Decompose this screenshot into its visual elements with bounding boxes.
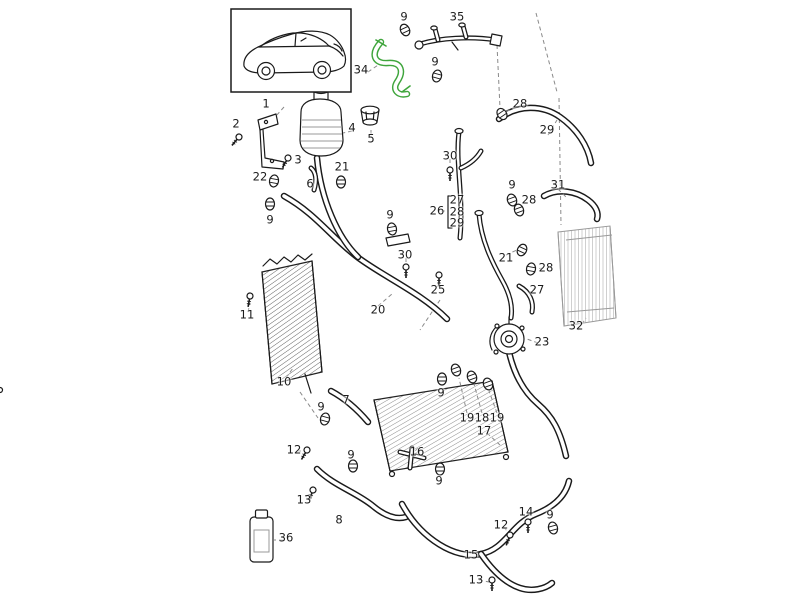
leader-lines: [247, 62, 587, 583]
part-label-14[interactable]: 14: [518, 504, 534, 519]
clamp-icon: [430, 68, 444, 84]
bolt-icon: [228, 131, 245, 149]
hose-29: [495, 104, 595, 167]
clamp-icon: [546, 520, 560, 536]
part-label-7[interactable]: 7: [342, 392, 350, 407]
highlighted-hose-34[interactable]: [371, 38, 411, 98]
part-label-19[interactable]: 19: [489, 410, 505, 425]
part-label-28[interactable]: 28: [512, 96, 528, 111]
bolt-icon: [402, 263, 410, 279]
part-label-32[interactable]: 32: [568, 318, 584, 333]
part-label-34[interactable]: 34: [353, 62, 369, 77]
part-label-10[interactable]: 10: [276, 374, 292, 389]
part-label-4[interactable]: 4: [348, 120, 356, 135]
clamp-icon: [335, 175, 347, 189]
part-label-25[interactable]: 25: [430, 282, 446, 297]
clamp-icon: [397, 22, 413, 38]
part-label-13[interactable]: 13: [468, 572, 484, 587]
part-label-9[interactable]: 9: [435, 473, 443, 488]
radiator-right: [557, 225, 617, 327]
part-label-35[interactable]: 35: [449, 9, 465, 24]
part-label-3[interactable]: 3: [294, 152, 302, 167]
clamp-icon: [524, 261, 538, 277]
part-label-9[interactable]: 9: [437, 385, 445, 400]
hose-7: [327, 387, 372, 426]
part-label-30[interactable]: 30: [442, 148, 458, 163]
clamp-icon: [385, 221, 399, 237]
clamp-icon: [267, 173, 281, 189]
part-label-6[interactable]: 6: [306, 176, 314, 191]
part-label-22[interactable]: 22: [252, 169, 268, 184]
part-label-18[interactable]: 18: [474, 410, 490, 425]
part-label-9[interactable]: 9: [317, 399, 325, 414]
hose-31: [540, 188, 601, 223]
hose-16: [397, 445, 427, 471]
part-label-12[interactable]: 12: [493, 517, 509, 532]
water-pump: [489, 316, 526, 355]
part-label-15[interactable]: 15: [463, 547, 479, 562]
part-label-5[interactable]: 5: [367, 131, 375, 146]
part-label-16[interactable]: 16: [409, 444, 425, 459]
part-label-13[interactable]: 13: [296, 492, 312, 507]
part-label-28[interactable]: 28: [538, 260, 554, 275]
part-label-28[interactable]: 28: [521, 192, 537, 207]
clamp-icon: [264, 197, 276, 211]
radiator-center: [373, 380, 510, 478]
part-label-29[interactable]: 29: [539, 122, 555, 137]
part-label-9[interactable]: 9: [347, 447, 355, 462]
part-label-21[interactable]: 21: [334, 159, 350, 174]
part-label-30[interactable]: 30: [397, 247, 413, 262]
clamp-icon: [436, 372, 448, 386]
part-label-9[interactable]: 9: [386, 207, 394, 222]
part-label-20[interactable]: 20: [370, 302, 386, 317]
part-label-28[interactable]: 28: [449, 204, 465, 219]
part-label-8[interactable]: 8: [335, 512, 343, 527]
hose-8: [313, 465, 410, 522]
vehicle-thumbnail: [230, 8, 352, 93]
tank-bracket: [257, 113, 285, 170]
fitting-6: [308, 165, 319, 193]
radiator-left: [0, 253, 323, 394]
hose-20: [280, 154, 451, 323]
bolt-icon: [488, 576, 496, 592]
part-label-27[interactable]: 27: [529, 282, 545, 297]
part-label-29[interactable]: 29: [449, 215, 465, 230]
clamp-icon: [318, 411, 332, 427]
part-label-2[interactable]: 2: [232, 116, 240, 131]
bolt-icon: [244, 291, 255, 309]
part-label-19[interactable]: 19: [459, 410, 475, 425]
hose-15: [398, 348, 573, 594]
part-label-36[interactable]: 36: [278, 530, 294, 545]
bolt-icon: [446, 166, 454, 182]
part-label-17[interactable]: 17: [476, 423, 492, 438]
part-label-9[interactable]: 9: [508, 177, 516, 192]
part-label-12[interactable]: 12: [286, 442, 302, 457]
part-label-21[interactable]: 21: [498, 250, 514, 265]
distribution-pipe: [414, 22, 503, 51]
part-label-1[interactable]: 1: [262, 96, 270, 111]
part-label-27[interactable]: 27: [449, 192, 465, 207]
bolt-icon: [524, 518, 532, 534]
clamp-icon: [347, 459, 359, 473]
expansion-tank: [299, 85, 344, 157]
tank-cap: [360, 105, 380, 126]
part-label-9[interactable]: 9: [400, 9, 408, 24]
clamp-icon: [449, 362, 463, 378]
vehicle-silhouette-icon: [243, 30, 347, 81]
part-label-9[interactable]: 9: [266, 212, 274, 227]
part-label-26[interactable]: 26: [429, 203, 445, 218]
part-label-9[interactable]: 9: [431, 54, 439, 69]
coolant-bottle: [249, 509, 274, 563]
clamp-icon: [465, 369, 479, 385]
pipe-to-pump: [474, 209, 535, 321]
part-label-31[interactable]: 31: [550, 177, 566, 192]
part-label-11[interactable]: 11: [239, 307, 255, 322]
pipe-26-assembly: [385, 127, 484, 247]
part-label-23[interactable]: 23: [534, 334, 550, 349]
clamp-icon: [514, 242, 530, 258]
part-label-9[interactable]: 9: [546, 507, 554, 522]
